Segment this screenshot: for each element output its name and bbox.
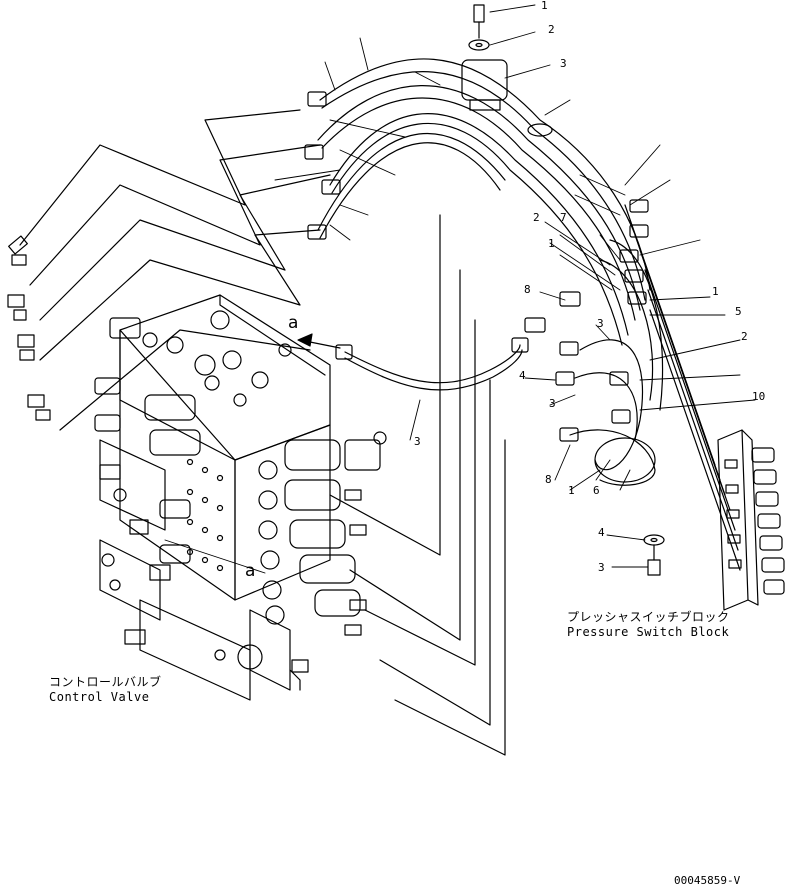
- callout-10: 10: [752, 390, 766, 403]
- control-valve-label-en: Control Valve: [49, 690, 150, 704]
- callout-8a: 8: [524, 283, 531, 296]
- callout-3d: 3: [597, 317, 604, 330]
- callout-3c: 3: [414, 435, 421, 448]
- pressure-switch-block-label-jp: プレッシャスイッチブロック: [567, 610, 730, 624]
- callout-2c: 2: [741, 330, 748, 343]
- callout-8b: 8: [545, 473, 552, 486]
- callout-1: 1: [541, 0, 548, 12]
- callout-3: 3: [560, 57, 567, 70]
- control-valve-label-jp: コントロールバルブ: [49, 675, 162, 689]
- callout-3a: 3: [549, 397, 556, 410]
- callout-7: 7: [560, 211, 567, 224]
- callout-1c: 1: [712, 285, 719, 298]
- callout-5: 5: [735, 305, 742, 318]
- callout-2b: 2: [533, 211, 540, 224]
- callout-3b: 3: [598, 561, 605, 574]
- control-valve-drawing: [94, 294, 387, 701]
- callout-4b: 4: [598, 526, 605, 539]
- hose-middle: [335, 291, 581, 391]
- marker-a-top: a: [288, 313, 299, 333]
- marker-a-arrow: [297, 333, 341, 349]
- pressure-switch-block-label-en: Pressure Switch Block: [567, 625, 730, 639]
- pressure-switch-block-drawing: [717, 429, 785, 611]
- leader-lines: [164, 4, 756, 574]
- drawing-code: 00045859-V: [674, 874, 741, 887]
- guide-lines-middle: [329, 214, 506, 756]
- hose-diagonal-bundle: [624, 204, 741, 571]
- callout-2: 2: [548, 23, 555, 36]
- callout-6: 6: [593, 484, 600, 497]
- guide-lines-left: [19, 109, 331, 431]
- marker-a-bottom: a: [245, 561, 256, 581]
- hose-bundle-top: [304, 4, 651, 346]
- hose-right-loops: [555, 199, 665, 576]
- left-elbow-fittings: [7, 235, 51, 421]
- callout-1d: 1: [568, 484, 575, 497]
- callout-4a: 4: [519, 369, 526, 382]
- callout-1b: 1: [548, 237, 555, 250]
